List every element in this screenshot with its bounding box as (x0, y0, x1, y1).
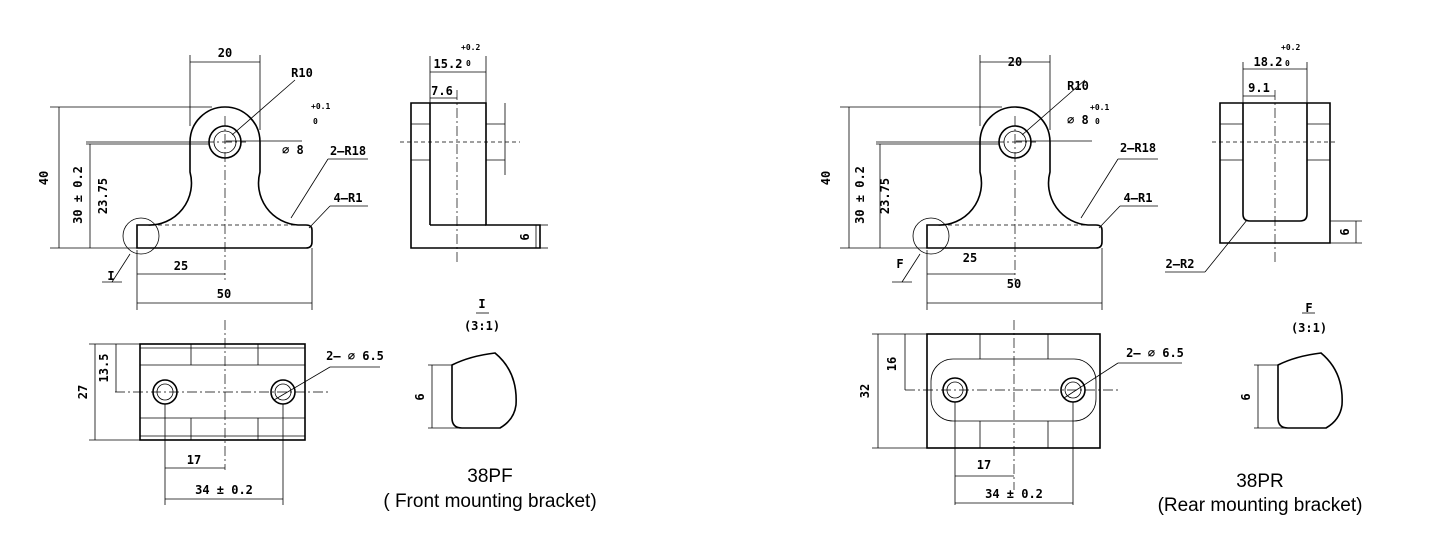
side-view-38pf: 15.2 +0.2 0 7.6 6 (400, 43, 548, 262)
detail-view-38pr: F (3:1) 6 (1239, 301, 1343, 429)
dim-inner-radius: 2–R2 (1166, 257, 1195, 271)
model-description: (Rear mounting bracket) (1158, 495, 1363, 516)
dim-thickness: 6 (1338, 228, 1352, 235)
dim-detail-thickness: 6 (1239, 393, 1253, 400)
dim-half-length: 25 (174, 259, 188, 273)
dim-half-pitch: 17 (187, 453, 201, 467)
dim-fillet-radius: 2–R18 (1120, 141, 1156, 155)
dim-length: 50 (1007, 277, 1021, 291)
detail-marker-label: I (107, 269, 114, 283)
dim-width-top: 20 (218, 46, 232, 60)
dim-height-total: 40 (37, 171, 51, 185)
dim-radius-top: R10 (1067, 79, 1089, 93)
dim-tol-lower: 0 (466, 59, 471, 68)
dim-hole-dia: ∅ 8 (282, 143, 304, 157)
dim-height-hole: 30 ± 0.2 (71, 166, 85, 224)
dim-wall: 9.1 (1248, 81, 1270, 95)
dim-corner-radius: 4–R1 (334, 191, 363, 205)
front-view-38pr: 20 R10 ∅ 8 +0.1 0 2–R18 4–R1 40 30 ± 0.2… (819, 54, 1159, 311)
dim-height-mid: 23.75 (878, 178, 892, 214)
dim-hole-dia: ∅ 8 (1067, 113, 1089, 127)
dim-width: 32 (858, 384, 872, 398)
dim-thickness: 6 (518, 233, 532, 240)
dim-tol-upper: +0.2 (461, 43, 480, 52)
dim-hole-tol-upper: +0.1 (311, 102, 330, 111)
detail-marker: I (478, 297, 485, 311)
dim-width-top: 20 (1008, 55, 1022, 69)
detail-marker-label: F (896, 257, 903, 271)
dim-detail-thickness: 6 (413, 393, 427, 400)
dim-width: 27 (76, 385, 90, 399)
dim-hole-spec: 2– ∅ 6.5 (326, 349, 384, 363)
dim-height-hole: 30 ± 0.2 (853, 166, 867, 224)
detail-view-38pf: I (3:1) 6 (413, 297, 517, 429)
detail-marker: F (1305, 301, 1312, 315)
dim-height-total: 40 (819, 171, 833, 185)
dim-half-width: 13.5 (97, 354, 111, 383)
dim-fillet-radius: 2–R18 (330, 144, 366, 158)
dim-length: 50 (217, 287, 231, 301)
dim-radius-top: R10 (291, 66, 313, 80)
model-title: 38PR (1236, 471, 1284, 492)
dim-hole-tol-lower: 0 (1095, 117, 1100, 126)
model-title: 38PF (467, 466, 512, 487)
dim-corner-radius: 4–R1 (1124, 191, 1153, 205)
top-view-38pf: 2– ∅ 6.5 13.5 27 17 34 ± 0.2 (76, 319, 384, 506)
dim-half-width: 16 (885, 357, 899, 371)
dim-hole-tol-lower: 0 (313, 117, 318, 126)
dim-height-mid: 23.75 (96, 178, 110, 214)
dim-wall: 7.6 (431, 84, 453, 98)
dim-half-pitch: 17 (977, 458, 991, 472)
detail-scale: (3:1) (464, 319, 500, 333)
bracket-38pr: 20 R10 ∅ 8 +0.1 0 2–R18 4–R1 40 30 ± 0.2… (819, 43, 1362, 516)
bracket-38pf: 20 R10 ∅ 8 +0.1 0 2–R18 4–R1 40 30 ± 0.2… (37, 43, 597, 512)
front-view-38pf: 20 R10 ∅ 8 +0.1 0 2–R18 4–R1 40 30 ± 0.2… (37, 46, 369, 311)
side-view-38pr: 18.2 +0.2 0 9.1 6 2–R2 (1165, 43, 1362, 273)
dim-pitch: 34 ± 0.2 (195, 483, 253, 497)
dim-hole-tol-upper: +0.1 (1090, 103, 1109, 112)
dim-hole-spec: 2– ∅ 6.5 (1126, 346, 1184, 360)
dim-tol-upper: +0.2 (1281, 43, 1300, 52)
detail-scale: (3:1) (1291, 321, 1327, 335)
dim-half-length: 25 (963, 251, 977, 265)
dim-tol-lower: 0 (1285, 59, 1290, 68)
model-description: ( Front mounting bracket) (383, 491, 596, 512)
dim-inner-width: 15.2 (434, 57, 463, 71)
dim-inner-width: 18.2 (1254, 55, 1283, 69)
dim-pitch: 34 ± 0.2 (985, 487, 1043, 501)
top-view-38pr: 2– ∅ 6.5 16 32 17 34 ± 0.2 (858, 320, 1184, 505)
